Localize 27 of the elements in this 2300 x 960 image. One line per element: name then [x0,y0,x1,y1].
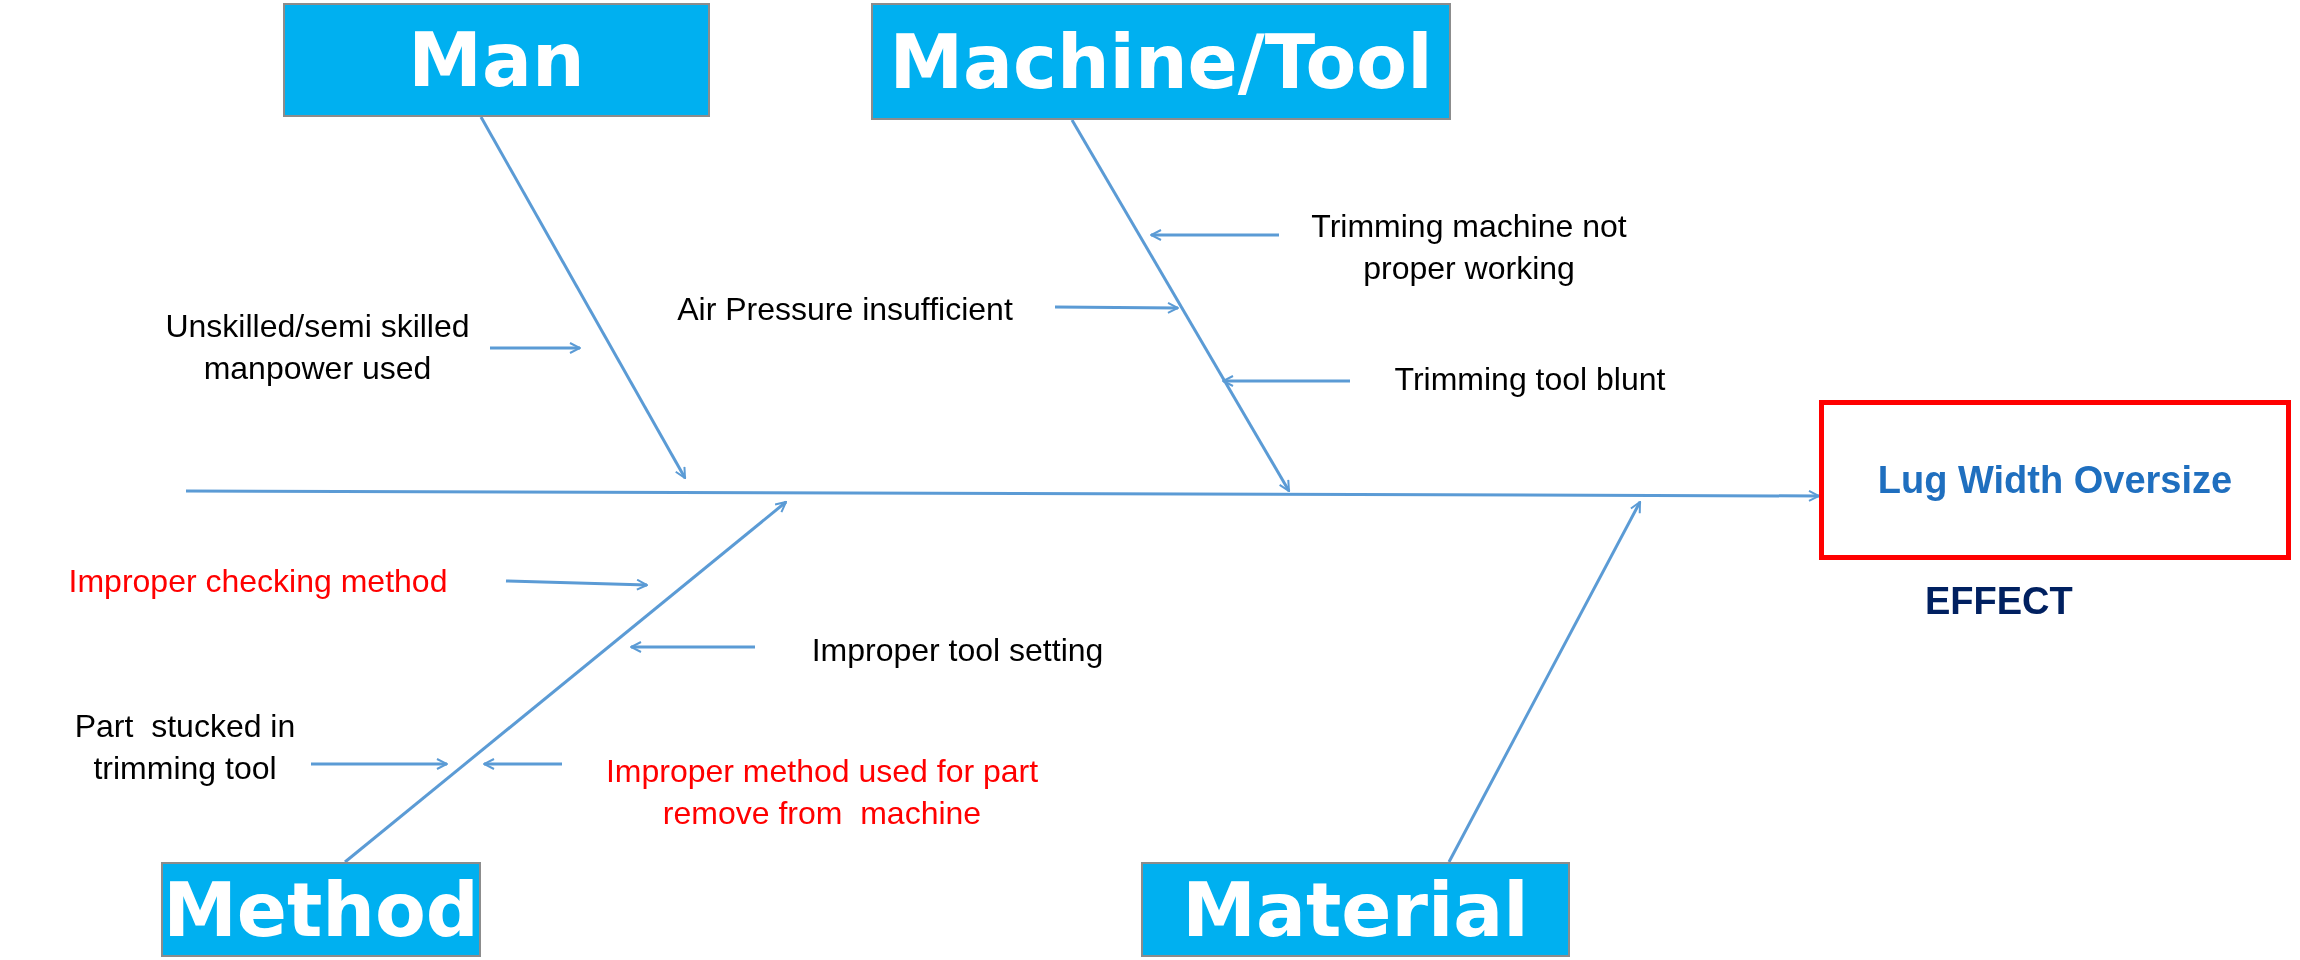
arrow [1222,375,1350,387]
arrow [1055,301,1179,314]
arrow [630,641,755,653]
arrow [505,578,648,591]
bone-arrow [344,500,787,864]
cause-label: Improper checking method [10,557,506,607]
cause-label: Trimming tool blunt [1350,355,1710,405]
cause-label: Unskilled/semi skilled manpower used [145,295,490,400]
effect-caption: EFFECT [1925,580,2073,623]
category-box: Man [283,3,710,117]
category-box: Material [1141,862,1570,957]
bone-arrow [186,489,1820,502]
cause-label: Trimming machine not proper working [1279,200,1659,295]
arrow [483,758,562,770]
arrow [490,342,581,354]
arrow [311,758,448,770]
cause-label: Air Pressure insufficient [635,285,1055,335]
arrow [1150,229,1279,241]
cause-label: Improper tool setting [755,626,1160,676]
cause-label: Part stucked in trimming tool [40,700,330,795]
effect-box: Lug Width Oversize [1819,400,2291,560]
bone-arrow [1447,501,1642,863]
bone-arrow [479,116,687,479]
category-box: Method [161,862,481,957]
bone-arrow [1070,119,1291,492]
category-box: Machine/Tool [871,3,1451,120]
cause-label: Improper method used for part remove from machine [562,745,1082,840]
